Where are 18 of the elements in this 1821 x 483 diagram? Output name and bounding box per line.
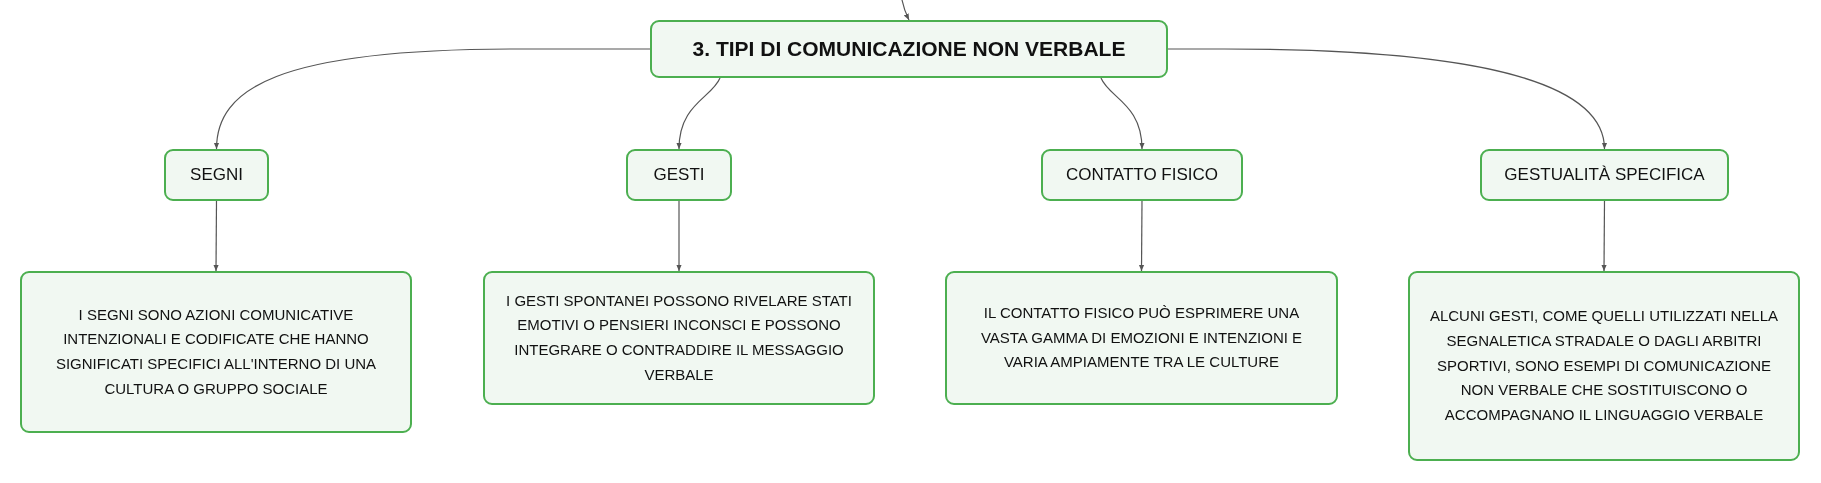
- arrow: [1167, 48, 1607, 150]
- arrow: [1601, 200, 1607, 272]
- topic-box: GESTUALITÀ SPECIFICA: [1480, 149, 1729, 201]
- arrow: [676, 200, 682, 272]
- topic-box: CONTATTO FISICO: [1041, 149, 1243, 201]
- topic-box: SEGNI: [164, 149, 269, 201]
- topic-box: GESTI: [626, 149, 732, 201]
- arrow: [1100, 77, 1145, 150]
- description-box: ALCUNI GESTI, COME QUELLI UTILIZZATI NELLA SEGNALETICA STRADALE O DAGLI ARBITRI SPORTIVI, SONO ESEMPI DI COMUNICAZIONE NON VERBALE CHE SOSTITUISCONO O ACCOMPAGNANO IL LINGUAGGIO VERBALE: [1408, 271, 1800, 461]
- arrow: [676, 77, 721, 150]
- main-topic-box: 3. TIPI DI COMUNICAZIONE NON VERBALE: [650, 20, 1168, 78]
- arrow: [214, 48, 651, 150]
- description-box: I GESTI SPONTANEI POSSONO RIVELARE STATI EMOTIVI O PENSIERI INCONSCI E POSSONO INTEGRARE O CONTRADDIRE IL MESSAGGIO VERBALE: [483, 271, 875, 405]
- description-box: IL CONTATTO FISICO PUÒ ESPRIMERE UNA VASTA GAMMA DI EMOZIONI E INTENZIONI E VARIA AMPIAMENTE TRA LE CULTURE: [945, 271, 1338, 405]
- arrow: [901, 0, 910, 21]
- arrow: [1138, 200, 1145, 272]
- description-box: I SEGNI SONO AZIONI COMUNICATIVE INTENZIONALI E CODIFICATE CHE HANNO SIGNIFICATI SPECIFICI ALL'INTERNO DI UNA CULTURA O GRUPPO SOCIALE: [20, 271, 412, 433]
- arrow: [213, 200, 219, 272]
